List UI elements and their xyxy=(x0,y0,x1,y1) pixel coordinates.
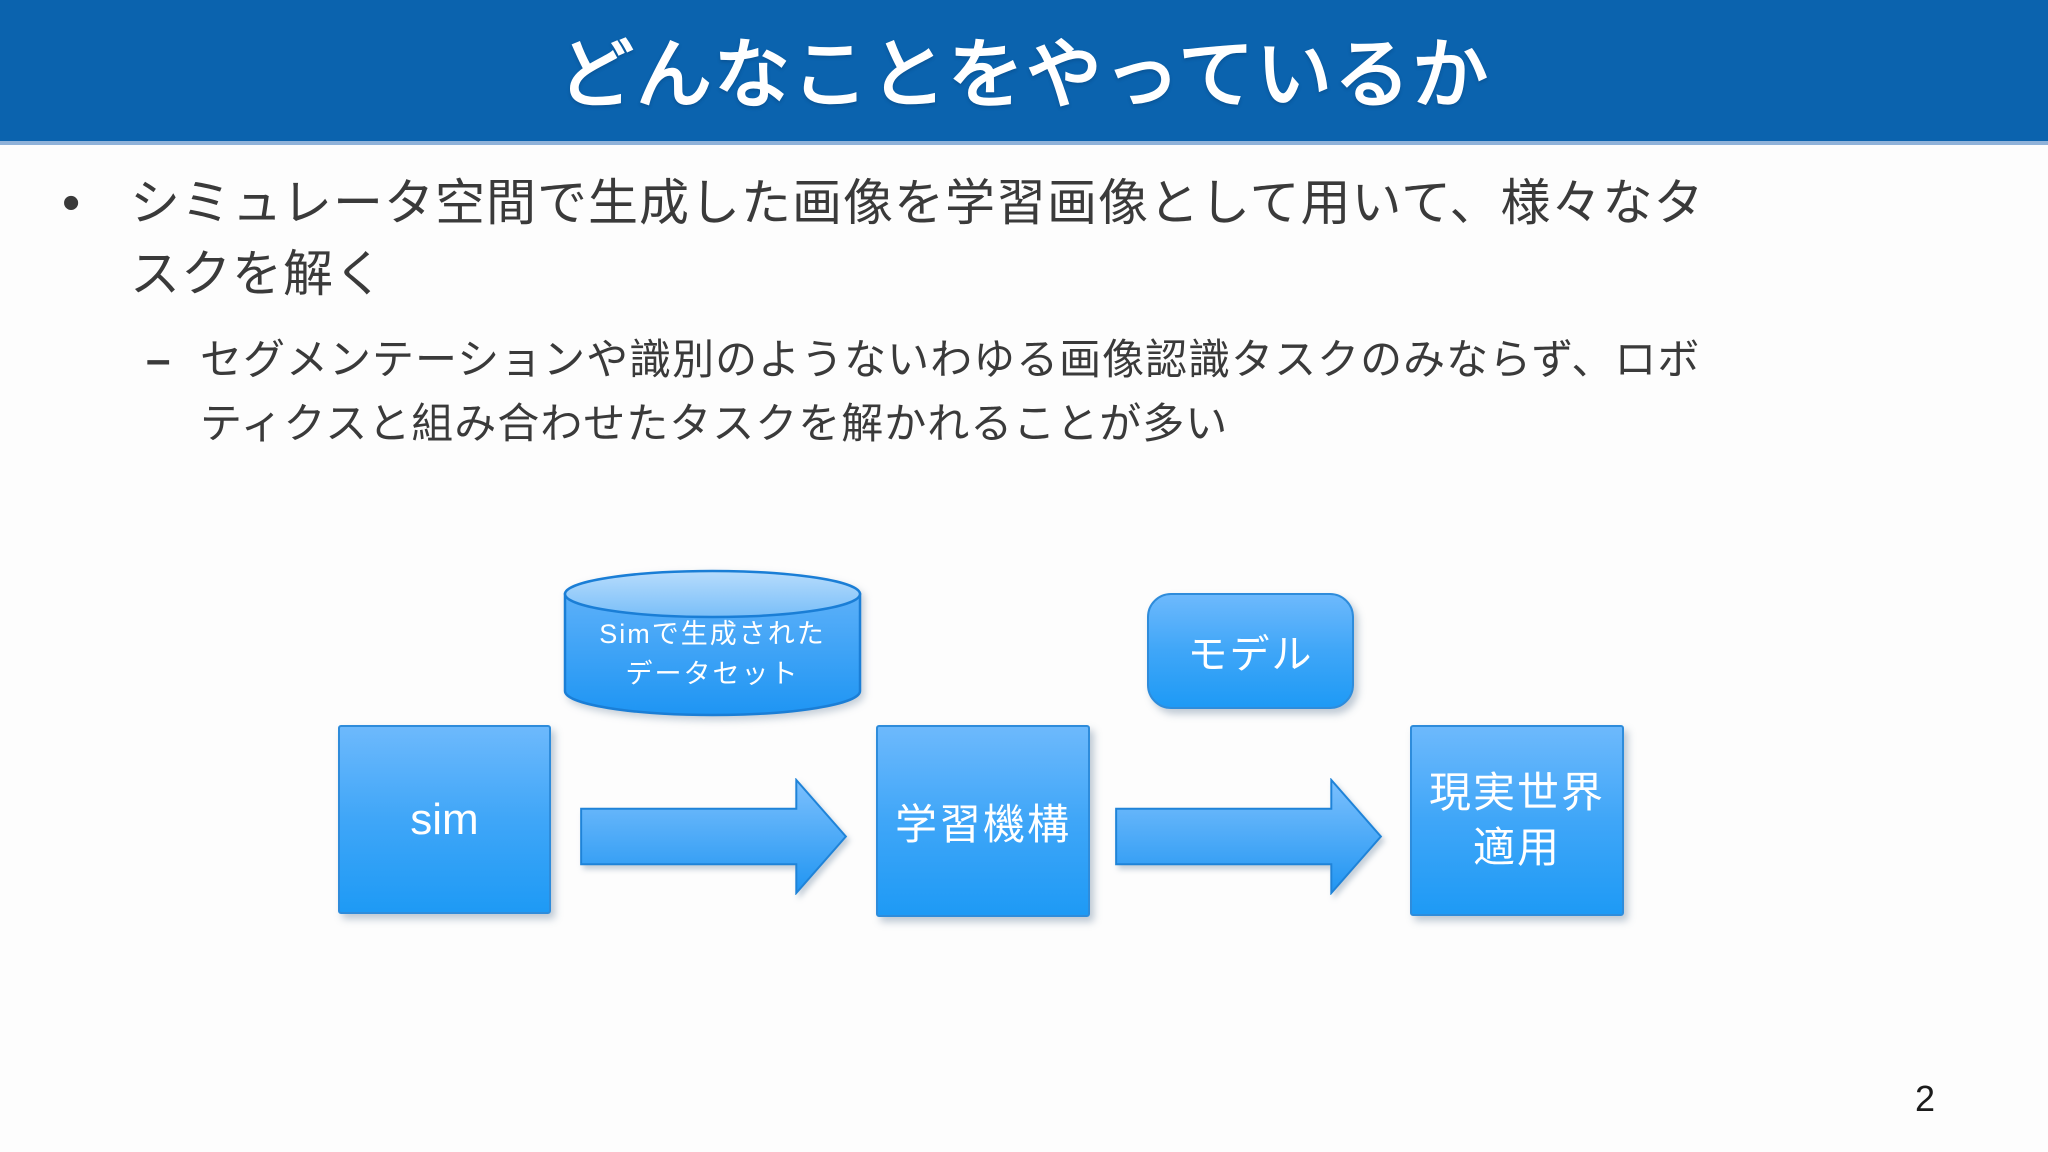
sim-box: sim xyxy=(338,725,551,914)
learning-box: 学習機構 xyxy=(876,725,1090,917)
slide-title: どんなことをやっているか xyxy=(557,32,1491,118)
real-world-box: 現実世界 適用 xyxy=(1410,725,1624,916)
learning-box-label: 学習機構 xyxy=(894,800,1071,848)
bullet-level2-line1: セグメンテーションや識別のようないわゆる画像認識タスクのみならず、ロボ xyxy=(200,336,1701,383)
model-box-label: モデル xyxy=(1187,633,1314,677)
bullet-dash-icon: – xyxy=(146,335,171,384)
sim-box-label: sim xyxy=(410,794,479,844)
real-world-box-label: 現実世界 適用 xyxy=(1429,766,1605,875)
bullet-level2-text: セグメンテーションや識別のようないわゆる画像認識タスクのみならず、ロボ ティクス… xyxy=(200,328,2020,456)
bullet-level1-text: シミュレータ空間で生成した画像を学習画像として用いて、様々なタ スクを解く xyxy=(130,168,2010,310)
page-number: 2 xyxy=(1914,1078,1936,1119)
real-world-box-line1: 現実世界 xyxy=(1428,768,1605,816)
bullet-level1-line2: スクを解く xyxy=(130,246,385,302)
model-box: モデル xyxy=(1147,593,1354,709)
bullet-dot-icon: • xyxy=(62,174,81,232)
dataset-cylinder-label: Simで生成された データセット xyxy=(563,614,862,694)
dataset-cylinder-line2: データセット xyxy=(625,659,800,689)
arrow-right-icon xyxy=(580,778,848,895)
dataset-cylinder: Simで生成された データセット xyxy=(563,568,862,717)
bullet-level1-line1: シミュレータ空間で生成した画像を学習画像として用いて、様々なタ xyxy=(130,175,1705,231)
bullet-level2-line2: ティクスと組み合わせたタスクを解かれることが多い xyxy=(200,400,1229,447)
real-world-box-line2: 適用 xyxy=(1472,823,1561,871)
title-bar: どんなことをやっているか xyxy=(0,0,2048,145)
cylinder-shape-icon xyxy=(563,569,862,717)
dataset-cylinder-line1: Simで生成された xyxy=(599,619,826,649)
arrow-right-icon xyxy=(1115,778,1383,895)
